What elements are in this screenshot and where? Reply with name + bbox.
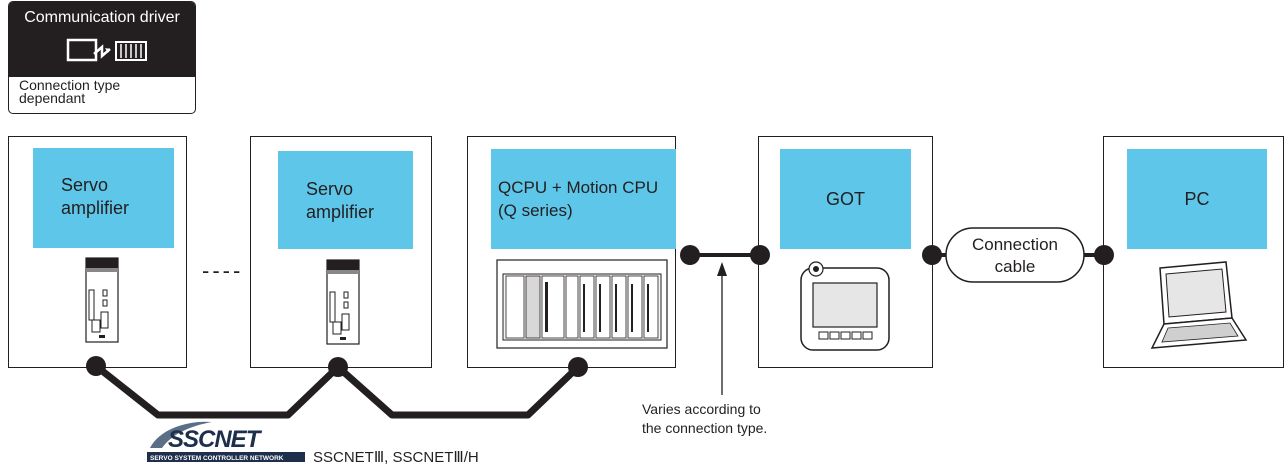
note-line1: Varies according to	[642, 401, 761, 417]
communication-driver-badge: Communication driver Connection type dep…	[8, 1, 196, 114]
connection-cable-capsule	[945, 227, 1085, 283]
servo-amplifier-2-label-box: Servo amplifier	[278, 151, 413, 249]
servo-amplifier-2-label-line2: amplifier	[306, 202, 375, 222]
pc-laptop-icon	[1150, 261, 1248, 349]
qcpu-rack-icon	[496, 259, 668, 349]
pc-port-dot	[1094, 245, 1114, 265]
servo-amplifier-1-label-box: Servo amplifier	[33, 148, 174, 248]
badge-subtitle: Connection type dependant	[19, 77, 121, 106]
cpu-label-box: QCPU + Motion CPU (Q series)	[491, 149, 676, 249]
cpu-label-line1: QCPU + Motion CPU	[498, 178, 659, 197]
got-label: GOT	[826, 189, 865, 209]
servo-amplifier-2-label-line1: Servo	[306, 179, 354, 199]
servo-amplifier-1-icon	[85, 257, 119, 343]
ellipsis-dashes: ----	[202, 258, 244, 283]
got-terminal-icon	[800, 261, 890, 351]
got-right-port-dot	[922, 245, 942, 265]
driver-connection-icon	[66, 38, 147, 62]
servo-amplifier-1-label-line2: amplifier	[61, 198, 130, 218]
got-left-port-dot	[750, 245, 770, 265]
sscnet-logo-subtext: SERVO SYSTEM CONTROLLER NETWORK	[150, 455, 284, 462]
cpu-port-dot	[680, 245, 700, 265]
got-label-box: GOT	[780, 149, 911, 249]
badge-header: Communication driver	[9, 2, 195, 77]
sscnet-network-label: SSCNETⅢ, SSCNETⅢ/H	[313, 449, 479, 466]
servo-amplifier-1-label-line1: Servo	[61, 175, 109, 195]
cable-label-line1: Connection	[972, 235, 1058, 254]
servo-amplifier-2-icon	[326, 259, 360, 345]
badge-title: Communication driver	[24, 9, 180, 26]
pc-label: PC	[1184, 189, 1210, 209]
servo-2-port-dot	[328, 357, 348, 377]
cpu-sscnet-port-dot	[568, 357, 588, 377]
note-arrow-head	[717, 262, 727, 276]
cable-label-line2: cable	[995, 257, 1036, 276]
sscnet-logo: SSCNET SERVO SYSTEM CONTROLLER NETWORK	[147, 421, 305, 462]
note-line2: the connection type.	[642, 420, 768, 436]
sscnet-logo-text: SSCNET	[168, 426, 263, 453]
servo-1-port-dot	[86, 356, 106, 376]
pc-label-box: PC	[1127, 149, 1267, 249]
cpu-label-line2: (Q series)	[498, 201, 573, 220]
